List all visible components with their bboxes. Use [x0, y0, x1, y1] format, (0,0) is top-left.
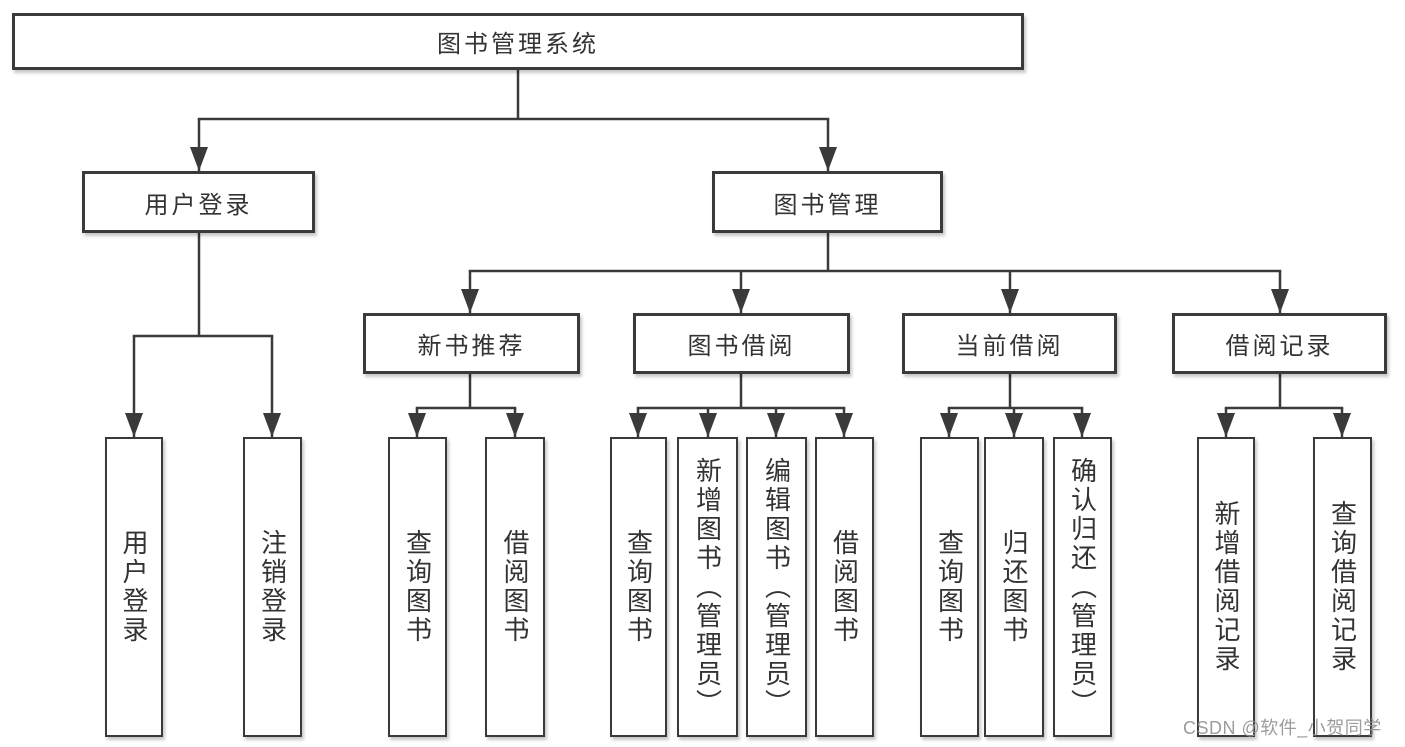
leaf-label: 用户登录 — [119, 529, 149, 645]
node-root: 图书管理系统 — [12, 13, 1024, 70]
leaf-label: 查询图书 — [623, 529, 654, 645]
leaf-label: 编辑图书（管理员） — [761, 456, 792, 718]
node-user-login-branch: 用户登录 — [82, 171, 315, 233]
node-root-label: 图书管理系统 — [437, 31, 599, 58]
leaf-label: 新增图书（管理员） — [692, 456, 723, 718]
leaf-label: 查询图书 — [402, 529, 433, 645]
leaf-label: 注销登录 — [257, 529, 288, 645]
leaf-return-books: 归还图书 — [984, 437, 1044, 737]
leaf-label: 确认归还（管理员） — [1067, 456, 1098, 718]
node-current-borrowing: 当前借阅 — [902, 313, 1117, 374]
node-book-management: 图书管理 — [712, 171, 943, 233]
leaf-user-login: 用户登录 — [105, 437, 163, 737]
node-label: 新书推荐 — [417, 333, 526, 360]
leaf-edit-books-admin: 编辑图书（管理员） — [746, 437, 807, 737]
leaf-query-books-borrowing: 查询图书 — [610, 437, 667, 737]
leaf-query-books-recommend: 查询图书 — [388, 437, 447, 737]
leaf-label: 查询图书 — [934, 529, 965, 645]
leaf-label: 借阅图书 — [500, 529, 530, 645]
node-new-book-recommendation: 新书推荐 — [363, 313, 580, 374]
csdn-watermark: CSDN @软件_小贺同学 — [1183, 718, 1382, 738]
leaf-label: 查询借阅记录 — [1327, 500, 1358, 674]
leaf-query-borrow-record: 查询借阅记录 — [1313, 437, 1372, 737]
leaf-borrow-books-recommend: 借阅图书 — [485, 437, 545, 737]
node-label: 当前借阅 — [955, 333, 1064, 360]
leaf-label: 借阅图书 — [829, 529, 860, 645]
leaf-label: 新增借阅记录 — [1211, 500, 1241, 674]
node-borrowing-records: 借阅记录 — [1172, 313, 1387, 374]
node-label: 用户登录 — [144, 191, 253, 219]
node-book-borrowing: 图书借阅 — [633, 313, 850, 374]
leaf-logout: 注销登录 — [243, 437, 302, 737]
leaf-query-books-current: 查询图书 — [920, 437, 979, 737]
leaf-add-borrow-record: 新增借阅记录 — [1197, 437, 1255, 737]
leaf-borrow-books-borrowing: 借阅图书 — [815, 437, 874, 737]
node-label: 借阅记录 — [1225, 333, 1334, 360]
node-label: 图书借阅 — [687, 333, 796, 360]
leaf-label: 归还图书 — [999, 529, 1029, 645]
node-label: 图书管理 — [773, 191, 882, 219]
leaf-add-books-admin: 新增图书（管理员） — [677, 437, 738, 737]
leaf-confirm-return-admin: 确认归还（管理员） — [1053, 437, 1112, 737]
